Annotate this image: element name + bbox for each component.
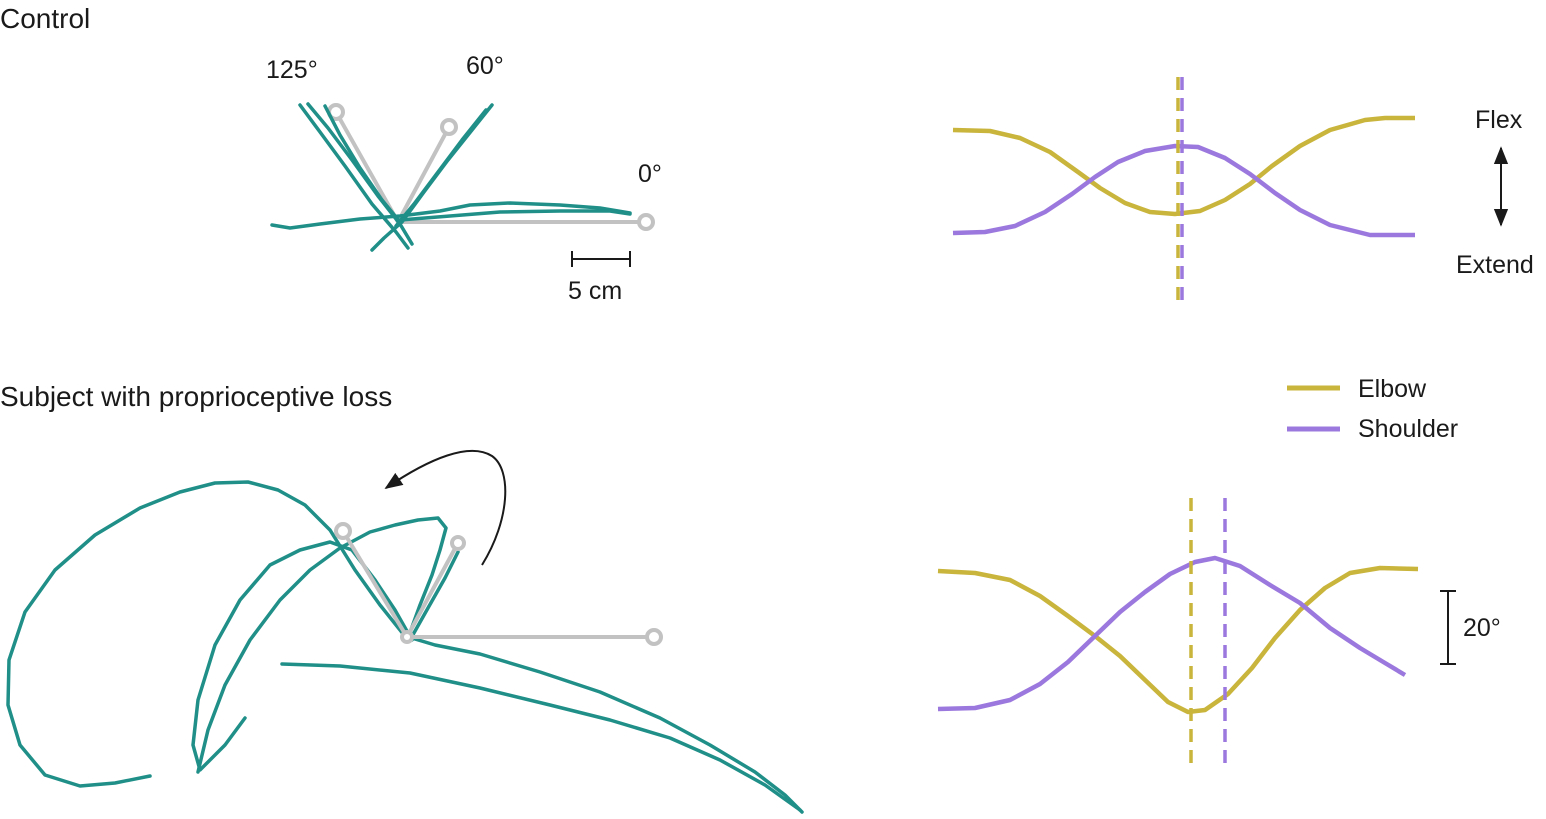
control-trajectories bbox=[270, 102, 632, 252]
control-title: Control bbox=[0, 3, 90, 34]
impaired-elbow-curve bbox=[937, 565, 1419, 715]
control-arm-segments bbox=[327, 103, 655, 231]
angle-label-60: 60° bbox=[466, 52, 504, 80]
impaired-angle-plot bbox=[937, 498, 1419, 766]
angle-label-125: 125° bbox=[266, 56, 318, 84]
movement-direction-arrow bbox=[384, 449, 507, 566]
impaired-shoulder-curve bbox=[937, 555, 1407, 712]
extend-label: Extend bbox=[1456, 251, 1534, 279]
legend-shoulder-label: Shoulder bbox=[1358, 415, 1458, 443]
impaired-trajectories bbox=[6, 480, 804, 814]
legend: Elbow Shoulder bbox=[1287, 375, 1458, 443]
impaired-title: Subject with proprioceptive loss bbox=[0, 381, 392, 412]
control-shoulder-curve bbox=[952, 143, 1415, 238]
distance-scale-bar bbox=[571, 251, 631, 267]
control-angle-plot bbox=[952, 77, 1415, 304]
impaired-arm-segments bbox=[334, 522, 663, 646]
angle-label-0: 0° bbox=[638, 160, 662, 188]
flex-label: Flex bbox=[1475, 106, 1523, 134]
angle-scale-bar bbox=[1440, 590, 1456, 665]
angle-scale-label: 20° bbox=[1463, 614, 1501, 642]
distance-scale-label: 5 cm bbox=[568, 277, 622, 305]
control-elbow-curve bbox=[952, 115, 1415, 217]
legend-elbow-label: Elbow bbox=[1358, 375, 1427, 403]
